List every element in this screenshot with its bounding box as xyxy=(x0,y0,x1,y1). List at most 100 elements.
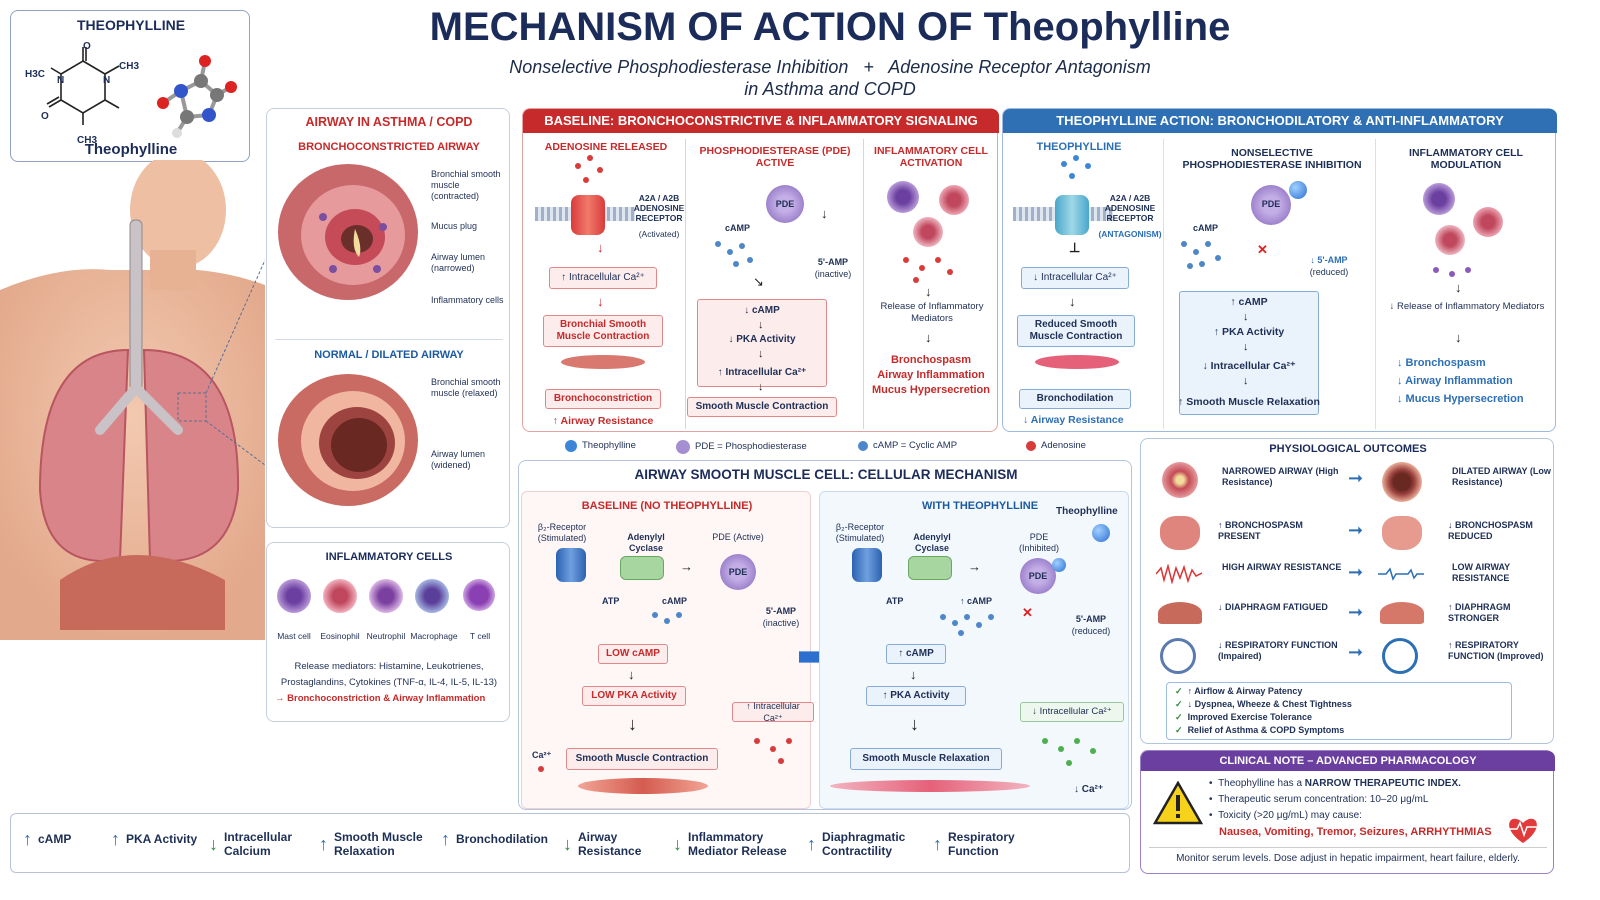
outcomes-header: PHYSIOLOGICAL OUTCOMES xyxy=(1269,443,1427,455)
beta2-receptor-label: β₂-Receptor (Stimulated) xyxy=(835,522,885,543)
inhibition-step-camp: ↑ cAMP xyxy=(1230,296,1268,308)
outcome-before: NARROWED AIRWAY (High Resistance) xyxy=(1222,466,1339,487)
beta2-receptor-image xyxy=(556,548,586,582)
dilated-airway-icon xyxy=(1382,462,1422,502)
constricted-label-lumen: Airway lumen (narrowed) xyxy=(431,252,486,273)
warning-icon xyxy=(1153,781,1203,825)
with-camp-label: ↑ cAMP xyxy=(960,596,993,606)
mediator-release-result: → Bronchoconstriction & Airway Inflammat… xyxy=(275,693,486,704)
high-resistance-wave-icon xyxy=(1156,564,1202,584)
summary-item: ↑ cAMP xyxy=(23,830,88,848)
inhibition-cascade-box xyxy=(1179,291,1319,415)
arrow-indicator: ↓ xyxy=(673,834,682,854)
camp-molecule-3 xyxy=(739,243,745,249)
mediator-release-text: Release mediators: Histamine, Leukotrien… xyxy=(294,661,484,672)
summary-text: Diaphragmatic Contractility xyxy=(822,830,906,858)
arrow-indicator: ↓ xyxy=(209,834,218,854)
camp-molecule-2 xyxy=(664,618,670,624)
outcome-arrow: ➞ xyxy=(1348,520,1364,540)
arrow-indicator: ↑ xyxy=(111,829,120,849)
cellular-panel: AIRWAY SMOOTH MUSCLE CELL: CELLULAR MECH… xyxy=(518,460,1132,810)
legend-swatch xyxy=(858,441,868,451)
increased-pka-box: ↑ PKA Activity xyxy=(866,686,966,706)
mediator-dot-2 xyxy=(919,265,925,271)
adenosine-molecule-4 xyxy=(583,177,589,183)
atom-ch3-left: H3C xyxy=(25,69,46,80)
airway-resistance-decrease: ↓ Airway Resistance xyxy=(1023,414,1124,426)
adenylyl-cyclase-label: Adenylyl Cyclase xyxy=(913,532,951,553)
outcome-arrow: ➞ xyxy=(1348,562,1364,582)
arrow-down: ↓ xyxy=(758,348,764,360)
heart-rhythm-icon xyxy=(1509,818,1537,843)
legend-label: PDE = Phosphodiesterase xyxy=(695,441,807,452)
mediator-dot-1 xyxy=(903,257,909,263)
contracted-muscle-image xyxy=(561,355,645,369)
outcome-checklist: ✓ ↑ Airflow & Airway Patency ✓ ↓ Dyspnea… xyxy=(1166,682,1512,740)
no-theophylline-title: BASELINE (NO THEOPHYLLINE) xyxy=(581,500,753,512)
baseline-amp-state: (inactive) xyxy=(762,618,800,628)
baseline-header: BASELINE: BRONCHOCONSTRICTIVE & INFLAMMA… xyxy=(523,109,999,133)
check-item-text: ↓ Dyspnea, Wheeze & Chest Tightness xyxy=(1187,699,1352,709)
arrow-indicator: ↑ xyxy=(23,829,32,849)
bound-theophylline-image xyxy=(1052,558,1066,572)
reduced-mucus-hypersecretion: ↓ Mucus Hypersecretion xyxy=(1397,393,1524,405)
activated-cell-1 xyxy=(887,181,919,213)
summary-text: Smooth Muscle Relaxation xyxy=(334,830,423,858)
summary-text: Inflammatory Mediator Release xyxy=(688,830,787,858)
beta2-receptor-image xyxy=(852,548,882,582)
low-camp-box: LOW cAMP xyxy=(598,644,668,664)
normal-label-muscle: Bronchial smooth muscle (relaxed) xyxy=(431,377,501,398)
outcome-row: NARROWED AIRWAY (High Resistance) ➞ DILA… xyxy=(1150,462,1551,502)
arrow-down: ↓ xyxy=(910,667,917,682)
ca-ion-2 xyxy=(754,738,760,744)
summary-text: cAMP xyxy=(38,832,72,846)
legend-label: Theophylline xyxy=(582,440,636,451)
baseline-contraction-box: Smooth Muscle Contraction xyxy=(566,748,718,770)
arrow-indicator: ↓ xyxy=(563,834,572,854)
outcome-before: ↓ DIAPHRAGM FATIGUED xyxy=(1218,602,1328,612)
baseline-receptor-label: A2A / A2B ADENOSINE RECEPTOR xyxy=(633,193,685,223)
atom-n-left: N xyxy=(57,75,65,86)
arrow-down: ↓ xyxy=(1455,280,1462,295)
relaxed-muscle-cell-image xyxy=(830,780,1030,792)
baseline-divider-1 xyxy=(685,139,686,429)
lungs-relaxed-icon xyxy=(1382,516,1422,550)
structure-label: Theophylline xyxy=(84,141,178,158)
mediator-dot-1 xyxy=(1433,267,1439,273)
pde-active-image xyxy=(720,554,756,590)
clinical-note-header: CLINICAL NOTE – ADVANCED PHARMACOLOGY xyxy=(1141,751,1555,771)
adenylyl-cyclase-image xyxy=(620,556,664,580)
normal-title: NORMAL / DILATED AIRWAY xyxy=(314,349,464,361)
blocked-reaction-x: ✕ xyxy=(1022,605,1033,620)
legend-label: Adenosine xyxy=(1041,440,1086,451)
summary-text: PKA Activity xyxy=(126,832,198,846)
blocked-reaction-x: ✕ xyxy=(1257,242,1268,257)
summary-item: ↑Respiratory Function xyxy=(933,830,1038,858)
pde-active-title: PHOSPHODIESTERASE (PDE) ACTIVE xyxy=(699,145,851,169)
reduced-airway-inflammation: ↓ Airway Inflammation xyxy=(1397,375,1513,387)
ca-ion-1 xyxy=(1042,738,1048,744)
narrowed-airway-icon xyxy=(1162,462,1198,498)
relaxed-muscle-image xyxy=(1035,355,1119,369)
arrow-pde-to-amp: ↓ xyxy=(821,206,828,221)
pde-inhibited-text: PDE xyxy=(1028,571,1048,581)
outcome-row: HIGH AIRWAY RESISTANCE ➞ LOW AIRWAY RESI… xyxy=(1150,558,1550,598)
cell-label-mast: Mast cell xyxy=(277,631,311,641)
camp-molecule-6 xyxy=(958,630,964,636)
summary-text: Respiratory Function xyxy=(948,830,1015,858)
result-airway-inflammation: Airway Inflammation xyxy=(877,369,985,381)
decreased-ca-label: ↓ Ca²⁺ xyxy=(1074,784,1104,795)
amp-label: 5'-AMP xyxy=(817,257,849,267)
outcome-arrow: ➞ xyxy=(1348,602,1364,622)
theophylline-label: Theophylline xyxy=(1056,506,1118,517)
summary-item: ↓Intracellular Calcium xyxy=(209,830,298,858)
t-cell-image xyxy=(463,579,495,611)
arrow-down: ↓ xyxy=(758,319,764,331)
ca-ion-5 xyxy=(1066,760,1072,766)
atom-o-left: O xyxy=(41,111,49,122)
toxicity-symptoms: Nausea, Vomiting, Tremor, Seizures, ARRH… xyxy=(1219,826,1492,838)
outcome-after: DILATED AIRWAY (Low Resistance) xyxy=(1452,466,1551,487)
check-item-text: ↑ Airflow & Airway Patency xyxy=(1187,686,1303,696)
cascade-step-ca: ↑ Intracellular Ca²⁺ xyxy=(717,367,807,378)
improved-function-gauge-icon xyxy=(1382,638,1418,674)
